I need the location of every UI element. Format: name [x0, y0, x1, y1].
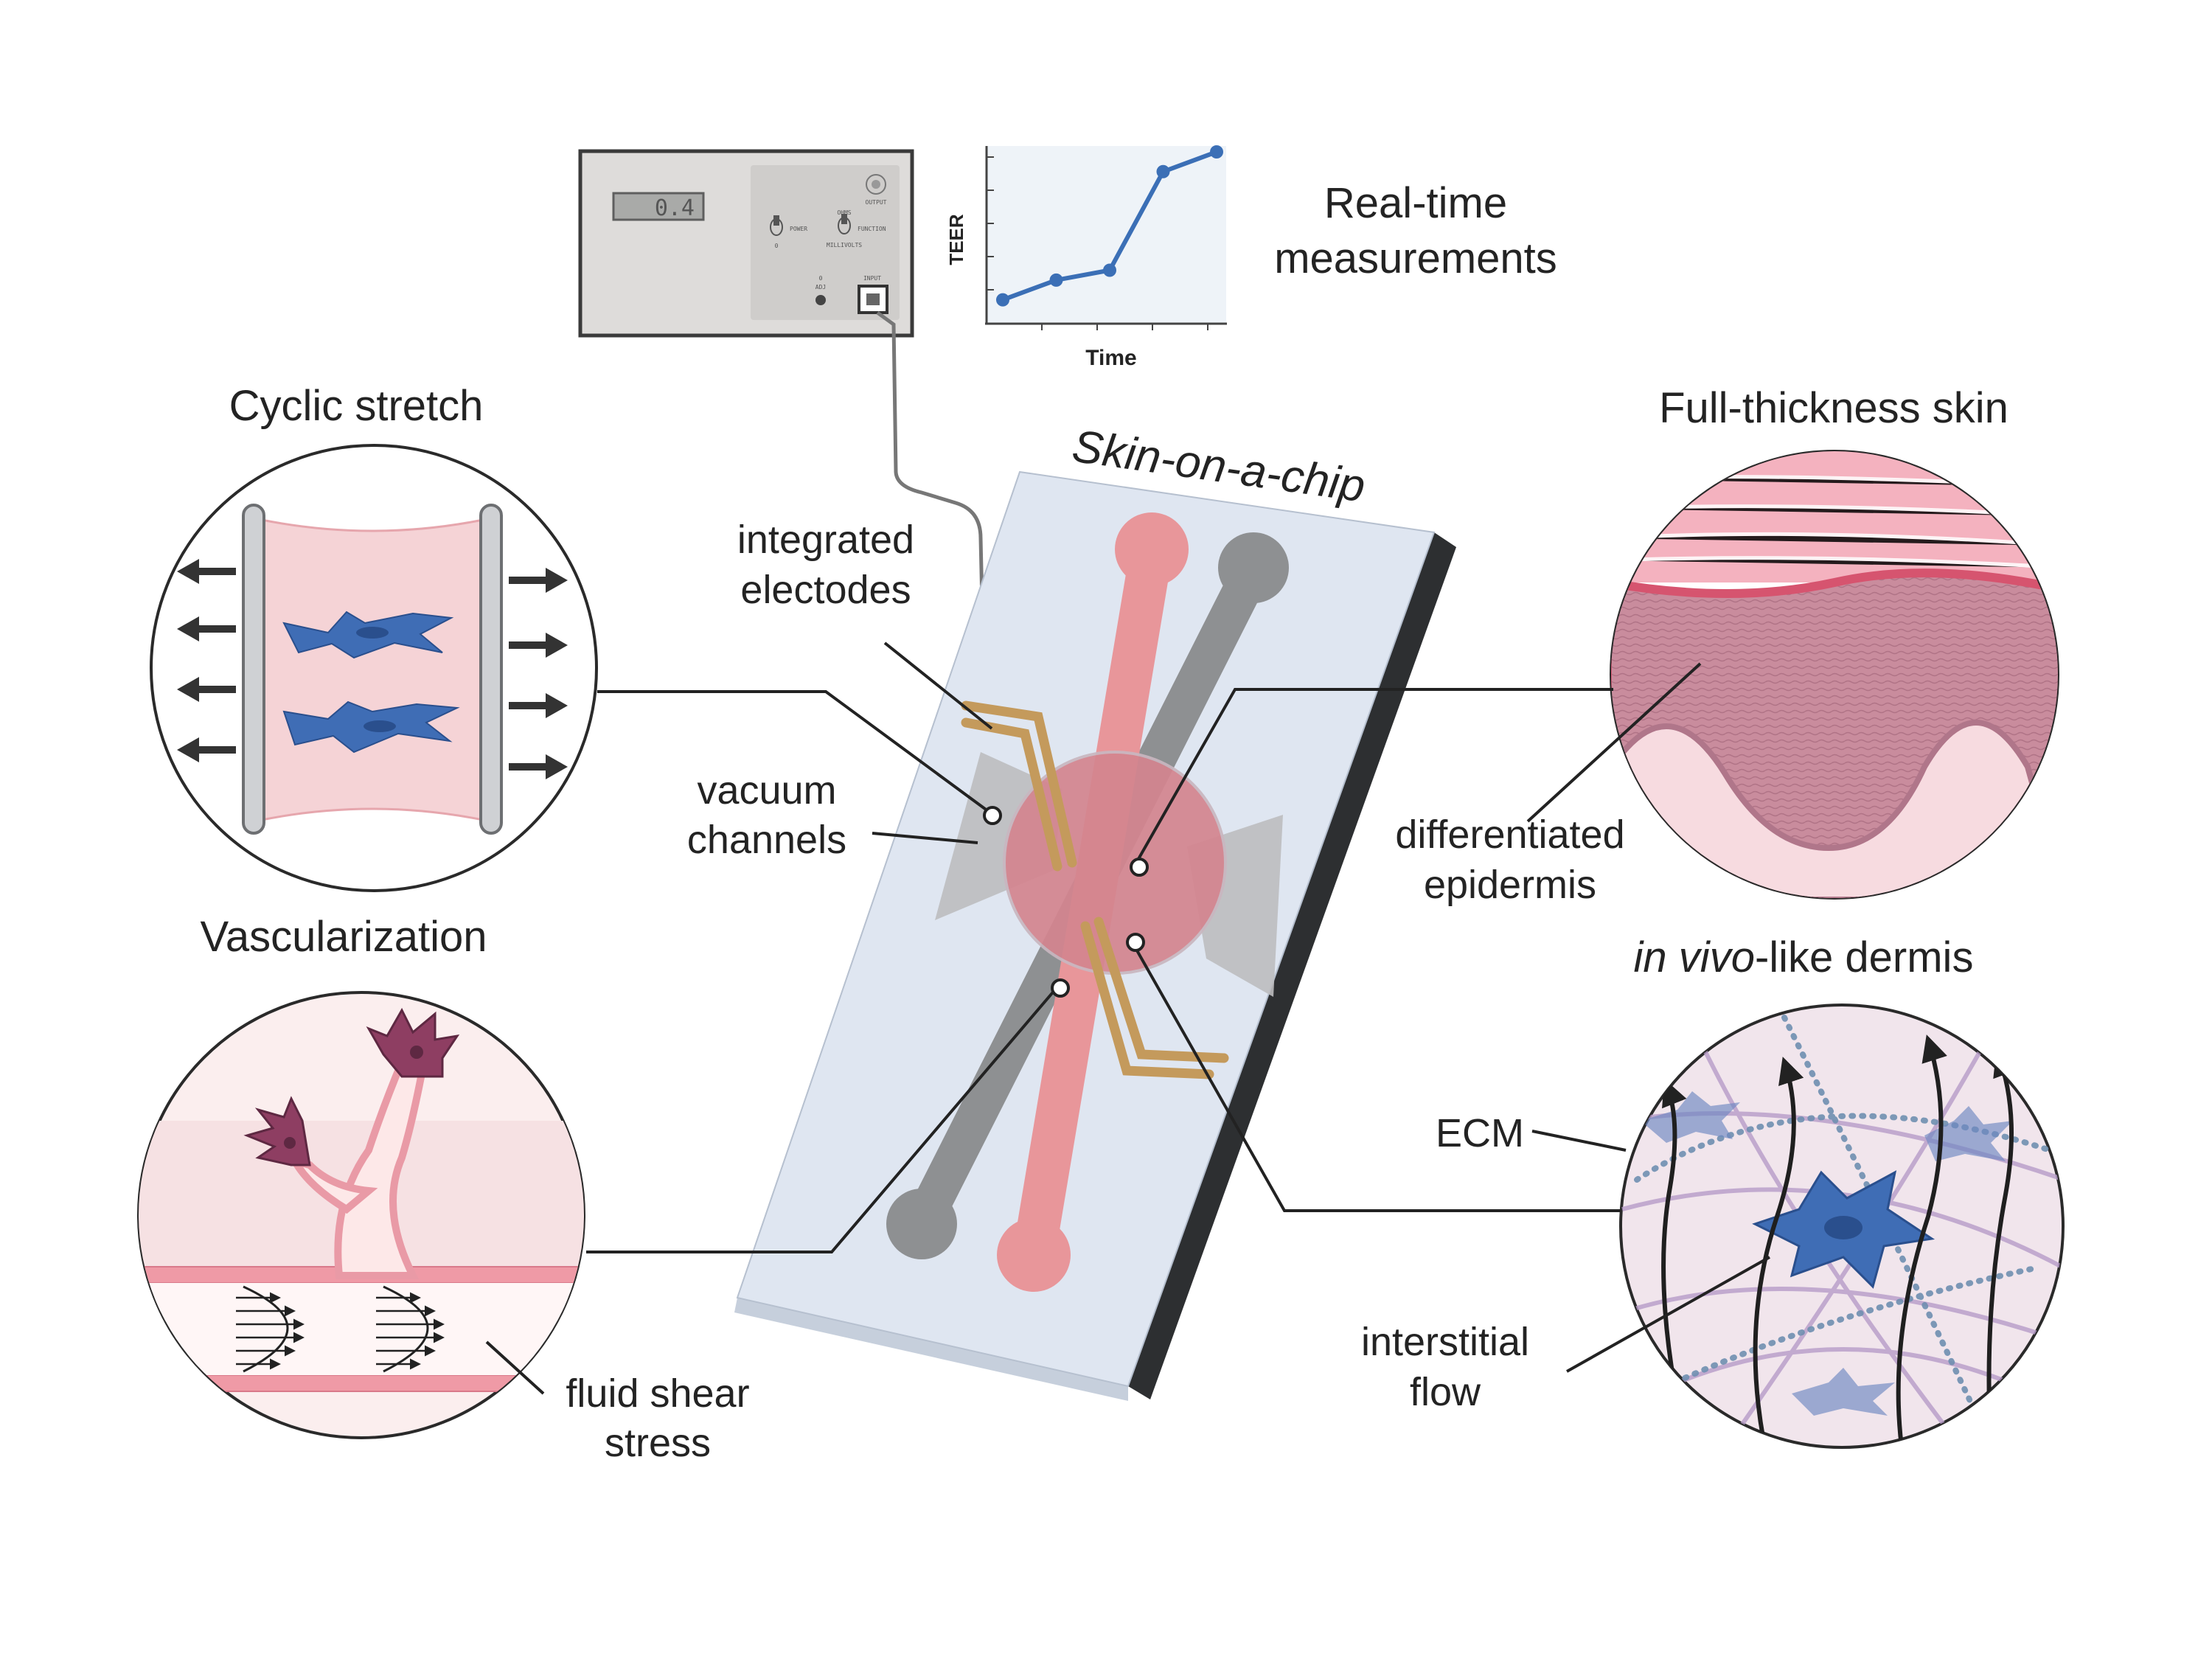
- shear-label-line1: fluid shear: [566, 1371, 749, 1416]
- dermal-fibroblast-center: [1752, 1170, 1935, 1289]
- leader-flow: [1566, 1256, 1770, 1373]
- grey-outlet-port: [886, 1189, 957, 1259]
- fibroblast-cell-bottom: [282, 700, 460, 754]
- epidermis-label-line1: differentiated: [1395, 813, 1624, 857]
- electrode-cable: [876, 310, 987, 701]
- ecm-label: ECM: [1436, 1111, 1524, 1155]
- callout-dot-vasc: [1051, 978, 1070, 998]
- meter-display-value: 0.4: [655, 195, 695, 221]
- flow-profile-right: [383, 1285, 429, 1373]
- leader-vasc-to-chamber: [586, 987, 1057, 1253]
- cyclic-stretch-inset: [150, 444, 598, 892]
- stretch-arrows-right: [509, 568, 568, 779]
- vascularization-inset: [137, 991, 585, 1439]
- teer-chart: TEER Time: [945, 145, 1227, 370]
- chip-front-edge: [734, 1298, 1128, 1401]
- dermal-fibroblast-right: [1924, 1106, 2013, 1161]
- callout-dot-dermis: [1126, 933, 1145, 952]
- dermis-title: in vivo-like dermis: [1634, 933, 1974, 981]
- meter-display: [612, 192, 705, 221]
- shear-label-line2: stress: [605, 1421, 711, 1465]
- leader-skin-to-chamber: [1134, 688, 1613, 865]
- teer-data-point: [1049, 273, 1063, 287]
- callout-dots: [983, 806, 1149, 998]
- meter-label-power: POWER: [790, 226, 807, 232]
- meter-label-millivolts: MILLIVOLTS: [827, 242, 862, 248]
- dermis-title-rest: -like dermis: [1755, 933, 1974, 981]
- teer-meter: 0.4 OUTPUT POWER 0 OHMS FUNCTION MILLIVO…: [578, 149, 914, 338]
- shear-flow-arrows: [236, 1292, 445, 1370]
- leader-shear: [485, 1340, 545, 1395]
- realtime-caption-line2: measurements: [1274, 234, 1557, 282]
- flow-profile-left: [243, 1285, 289, 1373]
- dermis-title-italic: in vivo: [1634, 933, 1755, 981]
- epidermis-label-line2: epidermis: [1424, 863, 1596, 907]
- tip-cell-top: [366, 1007, 460, 1078]
- teer-data-point: [1210, 145, 1223, 159]
- leader-dermis-to-chamber: [1130, 939, 1621, 1212]
- flow-label-line2: flow: [1410, 1370, 1481, 1414]
- vessel-wall-bottom: [139, 1374, 584, 1392]
- teer-chart-xlabel: Time: [1085, 346, 1136, 370]
- callout-dot-skin: [1130, 858, 1149, 877]
- vascularization-title: Vascularization: [200, 913, 487, 961]
- meter-label-zero: 0: [819, 275, 823, 282]
- flow-label-line1: interstitial: [1361, 1320, 1529, 1364]
- stretch-post-left: [242, 504, 265, 835]
- meter-label-ohms: OHMS: [837, 209, 851, 216]
- electrodes-label-line1: integrated: [737, 518, 914, 562]
- leader-ecm: [1531, 1130, 1627, 1152]
- power-toggle[interactable]: [770, 215, 783, 236]
- leader-stretch-to-vacuum: [597, 690, 990, 813]
- function-toggle[interactable]: [838, 214, 851, 234]
- teer-chart-ylabel: TEER: [945, 214, 967, 265]
- chip-side-edge: [1128, 532, 1456, 1399]
- fibroblast-cell-top: [282, 611, 454, 659]
- teer-data-point: [1103, 263, 1116, 277]
- cyclic-stretch-title: Cyclic stretch: [229, 382, 484, 430]
- interstitial-flow-arrows: [1661, 1034, 2018, 1447]
- stretch-membrane: [260, 518, 484, 821]
- pink-inlet-port: [1115, 512, 1189, 586]
- tip-cell-left: [243, 1096, 311, 1166]
- electrodes-label-line2: electodes: [740, 568, 911, 612]
- meter-label-function: FUNCTION: [858, 226, 886, 232]
- teer-data-point: [1156, 164, 1170, 178]
- meter-label-output: OUTPUT: [866, 199, 887, 206]
- adj-knob-icon[interactable]: [815, 295, 826, 305]
- teer-chart-plot-area: [986, 146, 1226, 323]
- leader-epidermis: [1526, 662, 1702, 823]
- stretch-post-right: [479, 504, 503, 835]
- full-thickness-skin-inset: [1610, 450, 2059, 900]
- meter-label-off: 0: [775, 243, 779, 249]
- meter-label-input: INPUT: [863, 275, 881, 282]
- leader-electrodes: [883, 641, 993, 730]
- dermal-fibroblast-left: [1641, 1091, 1740, 1143]
- output-dial-icon[interactable]: [866, 174, 886, 195]
- dermis-layer: [1611, 720, 2058, 898]
- pink-outlet-port: [997, 1218, 1071, 1292]
- full-thickness-title: Full-thickness skin: [1659, 384, 2008, 432]
- leader-lines: [485, 641, 1770, 1395]
- vacuum-label-line2: channels: [687, 818, 846, 862]
- dermis-inset: [1619, 1004, 2065, 1449]
- callout-dot-vacuum: [983, 806, 1002, 825]
- meter-label-adj: ADJ: [815, 284, 826, 291]
- stretch-arrows-left: [177, 559, 236, 762]
- realtime-caption-line1: Real-time: [1324, 179, 1507, 227]
- grey-inlet-port: [1218, 532, 1289, 603]
- dermal-fibroblast-bottom: [1792, 1368, 1895, 1416]
- leader-vacuum: [872, 832, 978, 844]
- teer-data-point: [996, 293, 1009, 307]
- vacuum-label-line1: vacuum: [697, 768, 836, 813]
